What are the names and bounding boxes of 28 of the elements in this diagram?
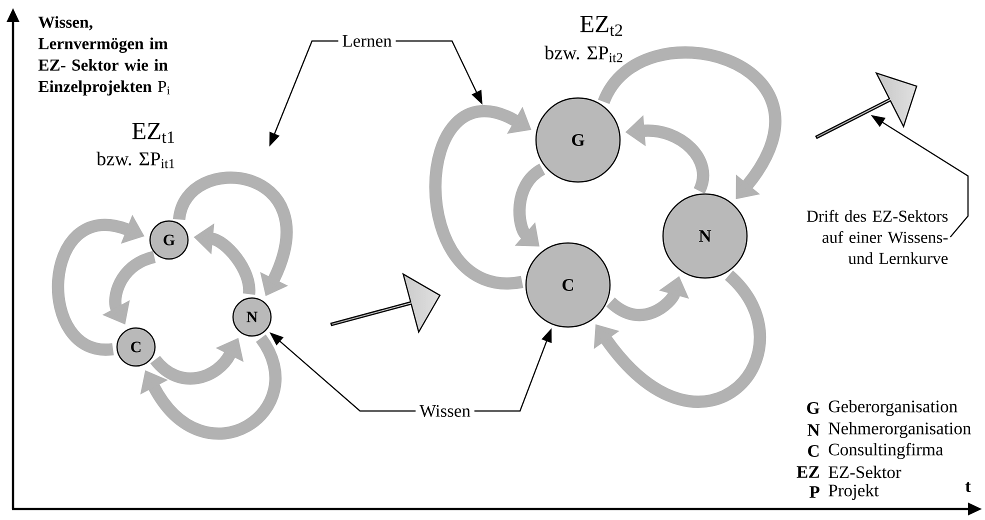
circle-node: G [149,220,189,260]
legend-key: C [808,445,819,457]
legend-key: N [808,424,820,436]
block-arrow [815,72,918,140]
legend-text: Geberorganisation [828,400,958,416]
legend-text: Consultingfirma [828,442,944,460]
circle-node: G [535,97,621,183]
legend-key: P [809,486,820,498]
axis-label: t [965,482,971,492]
circle-node: N [232,297,272,337]
curved-arrow [594,271,766,408]
legend-key: G [807,402,820,414]
legend-text: EZ-Sektor [828,466,902,478]
callout-text: Drift des EZ-Sektors auf einer Wissens- und Lernkurve [806,210,948,264]
legend-key: EZ [796,466,819,478]
curved-arrow [140,335,282,440]
cluster-label: bzw. ΣP$_{it1}$ [96,152,174,168]
legend-text: Nehmerorganisation [828,422,971,438]
cluster-label: EZ$_{t2}$ [580,16,622,36]
cluster-label: EZ$_{t1}$ [132,122,174,144]
callout-text: Wissen [420,405,470,417]
callout-text: Lernen [342,35,392,47]
axis-label: Wissen, Lernvermögen im EZ- Sektor wie in Einzelprojekten P$_{i}$ [38,16,170,96]
circle-node: C [116,327,156,367]
circle-node: C [525,242,611,328]
cluster-label: bzw. ΣP$_{it2}$ [544,46,622,62]
circle-node: N [662,193,748,279]
legend-text: Projekt [828,484,879,500]
